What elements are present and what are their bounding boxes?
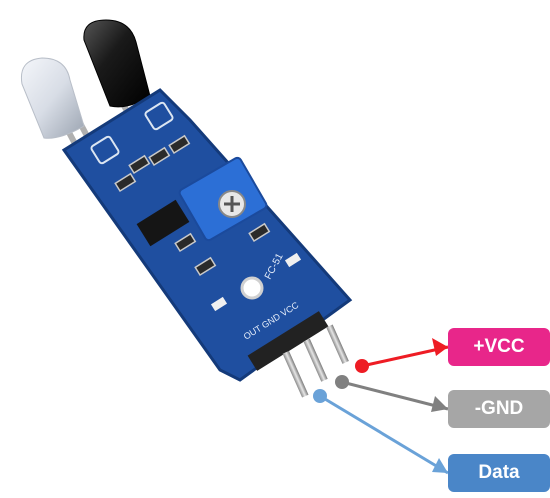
gnd-pin-label: -GND bbox=[448, 390, 550, 428]
data-wire-arrow bbox=[432, 458, 448, 473]
pcb-board: FC-51 OUT GND VCC bbox=[61, 88, 353, 382]
vcc-wire bbox=[361, 345, 449, 368]
gnd-wire bbox=[341, 380, 449, 411]
vcc-wire-dot bbox=[355, 359, 369, 373]
pin-header bbox=[247, 311, 349, 398]
data-wire bbox=[319, 394, 449, 475]
data-wire-dot bbox=[313, 389, 327, 403]
gnd-wire-dot bbox=[335, 375, 349, 389]
pin-wires bbox=[313, 338, 449, 475]
gnd-wire-arrow bbox=[431, 396, 448, 412]
mounting-hole bbox=[240, 276, 264, 300]
vcc-pin-label: +VCC bbox=[448, 328, 550, 366]
vcc-wire-arrow bbox=[432, 338, 448, 356]
potentiometer bbox=[178, 156, 268, 242]
data-pin-label: Data bbox=[448, 454, 550, 492]
